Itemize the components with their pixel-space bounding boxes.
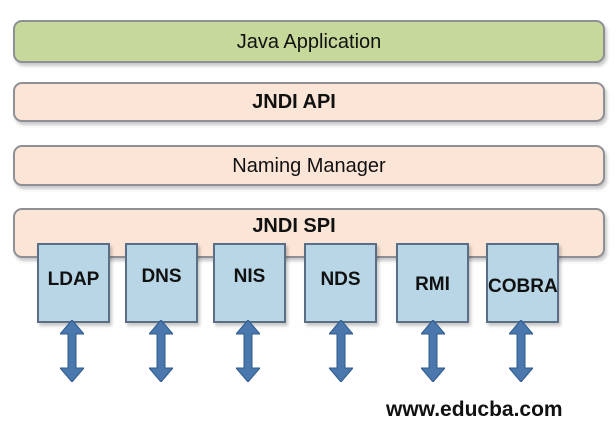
double-arrow-ldap-icon <box>60 320 84 382</box>
watermark: www.educba.com <box>386 398 563 421</box>
provider-nds-label: NDS <box>320 269 361 290</box>
provider-dns: DNS <box>125 243 198 323</box>
provider-nis: NIS <box>213 243 286 323</box>
provider-ldap-label: LDAP <box>47 269 100 290</box>
jndi-api-label: JNDI API <box>252 91 336 113</box>
jndi-api-layer: JNDI API <box>13 82 605 122</box>
naming-manager-layer: Naming Manager <box>13 145 605 186</box>
provider-cobra: COBRA <box>486 243 559 323</box>
naming-manager-label: Naming Manager <box>232 155 386 177</box>
provider-nds: NDS <box>304 243 377 323</box>
provider-rmi: RMI <box>396 243 469 323</box>
jndi-spi-label: JNDI SPI <box>252 215 336 237</box>
provider-dns-label: DNS <box>141 266 182 287</box>
java-application-label: Java Application <box>236 31 382 53</box>
double-arrow-nds-icon <box>329 320 353 382</box>
double-arrow-dns-icon <box>149 320 173 382</box>
double-arrow-rmi-icon <box>421 320 445 382</box>
provider-rmi-label: RMI <box>415 274 450 295</box>
java-application-layer: Java Application <box>13 20 605 63</box>
double-arrow-nis-icon <box>236 320 260 382</box>
provider-nis-label: NIS <box>233 266 266 287</box>
provider-ldap: LDAP <box>37 243 110 323</box>
double-arrow-cobra-icon <box>509 320 533 382</box>
provider-cobra-label: COBRA <box>488 276 558 297</box>
